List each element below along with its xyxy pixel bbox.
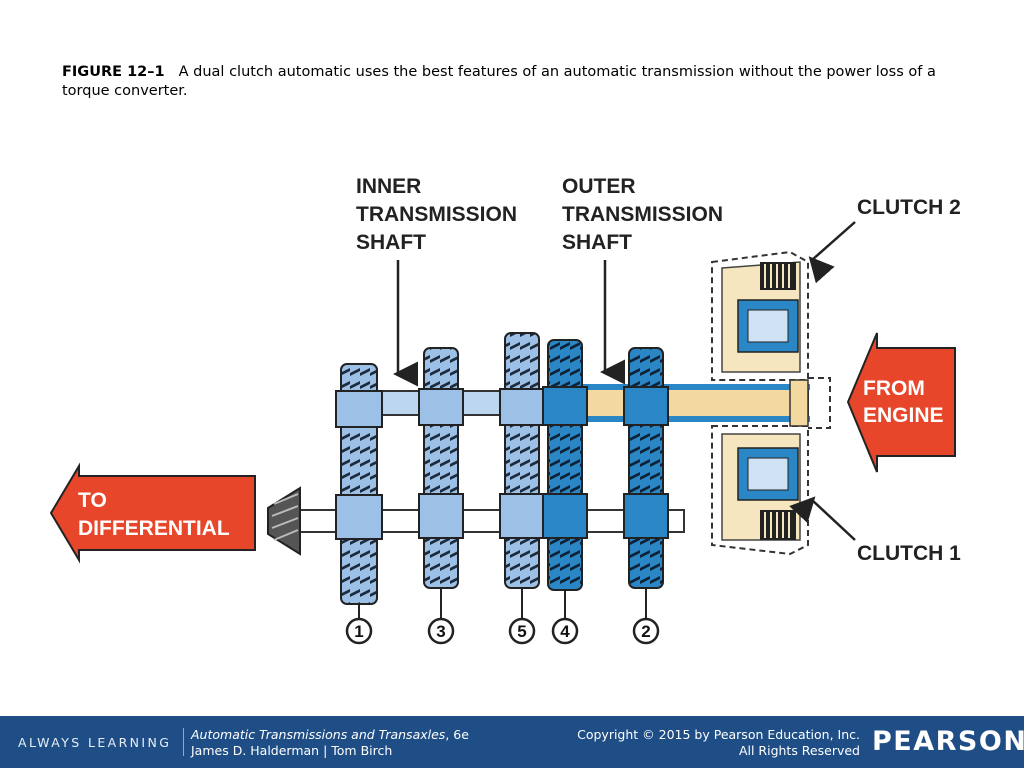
- copyright-block: Copyright © 2015 by Pearson Education, I…: [560, 727, 860, 759]
- clutch-1-pointer: [789, 496, 856, 541]
- dual-clutch-diagram: 1 3 5 4 2 INNER TRANSMISSION SHAFT: [49, 175, 961, 645]
- inner-shaft-label: INNER TRANSMISSION SHAFT: [356, 175, 523, 254]
- pearson-logo: PEARSON: [872, 726, 1024, 757]
- clutch-2-pointer: [808, 221, 856, 284]
- to-differential-label: TO DIFFERENTIAL: [78, 489, 230, 540]
- gear-number-4-circle: [551, 617, 579, 645]
- clutch-2-label: CLUTCH 2: [857, 196, 961, 219]
- footer-divider: [183, 728, 184, 756]
- gear-4: [542, 339, 588, 591]
- book-edition: , 6e: [445, 727, 469, 742]
- book-info: Automatic Transmissions and Transaxles, …: [191, 727, 469, 759]
- gear-number-5: 5: [517, 622, 526, 641]
- gear-number-1: 1: [354, 622, 363, 641]
- caption-text: A dual clutch automatic uses the best fe…: [62, 64, 936, 99]
- footer-bar: ALWAYS LEARNING Automatic Transmissions …: [0, 716, 1024, 768]
- gear-number-3-circle: [427, 617, 455, 645]
- to-differential-arrow: [49, 462, 256, 564]
- figure-label: FIGURE 12–1: [62, 64, 165, 80]
- gear-number-5-circle: [508, 617, 536, 645]
- pinion-gear: [267, 486, 301, 556]
- clutch-1-label: CLUTCH 1: [857, 542, 961, 565]
- gear-2: [623, 347, 669, 589]
- always-learning-tagline: ALWAYS LEARNING: [18, 735, 172, 750]
- rights-text: All Rights Reserved: [738, 743, 860, 758]
- copyright-text: Copyright © 2015 by Pearson Education, I…: [577, 727, 860, 742]
- clutch-assembly: [711, 250, 831, 556]
- book-authors: James D. Halderman | Tom Birch: [191, 743, 393, 758]
- from-engine-label: FROM ENGINE: [863, 377, 944, 427]
- gear-1: [335, 363, 383, 605]
- gear-number-1-circle: [345, 617, 373, 645]
- gear-number-2-circle: [632, 617, 660, 645]
- gear-number-2: 2: [641, 622, 650, 641]
- gear-3: [418, 347, 464, 589]
- from-engine-arrow: [846, 332, 956, 473]
- gear-5: [499, 332, 545, 589]
- gear-number-3: 3: [436, 622, 445, 641]
- gear-number-4: 4: [560, 622, 570, 641]
- book-title: Automatic Transmissions and Transaxles: [191, 727, 446, 742]
- outer-shaft-label: OUTER TRANSMISSION SHAFT: [562, 175, 729, 254]
